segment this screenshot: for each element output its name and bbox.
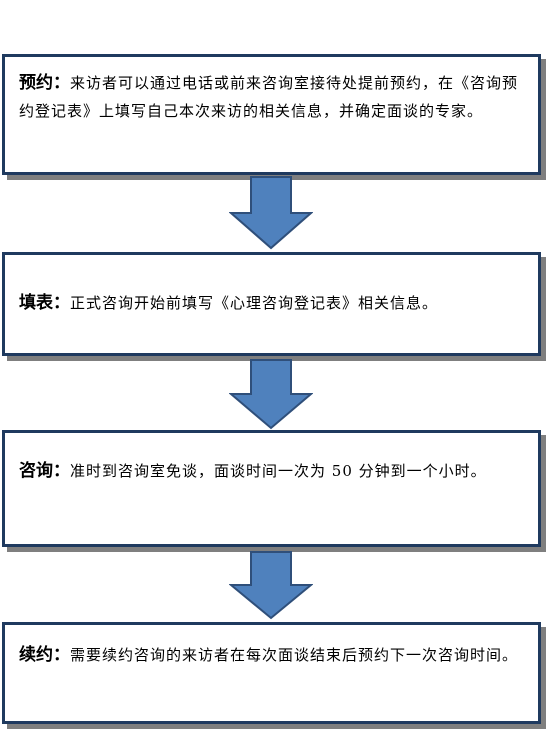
step-text: 需要续约咨询的来访者在每次面谈结束后预约下一次咨询时间。: [70, 646, 519, 664]
down-arrow-icon: [229, 176, 313, 250]
down-arrow-icon: [229, 359, 313, 430]
step-box-consultation: 咨询：准时到咨询室免谈，面谈时间一次为 50 分钟到一个小时。: [2, 430, 541, 547]
step-label: 填表：: [19, 293, 70, 313]
step-label: 咨询：: [19, 461, 70, 481]
step-label: 续约：: [19, 645, 70, 665]
step-text: 准时到咨询室免谈，面谈时间一次为 50 分钟到一个小时。: [70, 462, 487, 480]
step-box-renewal: 续约：需要续约咨询的来访者在每次面谈结束后预约下一次咨询时间。: [2, 622, 541, 724]
step-text: 来访者可以通过电话或前来咨询室接待处提前预约，在《咨询预约登记表》上填写自己本次…: [19, 74, 519, 120]
down-arrow-icon: [229, 551, 313, 620]
step-box-fill-form: 填表：正式咨询开始前填写《心理咨询登记表》相关信息。: [2, 252, 541, 356]
step-box-reservation: 预约：来访者可以通过电话或前来咨询室接待处提前预约，在《咨询预约登记表》上填写自…: [2, 54, 541, 175]
step-text: 正式咨询开始前填写《心理咨询登记表》相关信息。: [70, 294, 439, 312]
step-label: 预约：: [19, 73, 70, 93]
